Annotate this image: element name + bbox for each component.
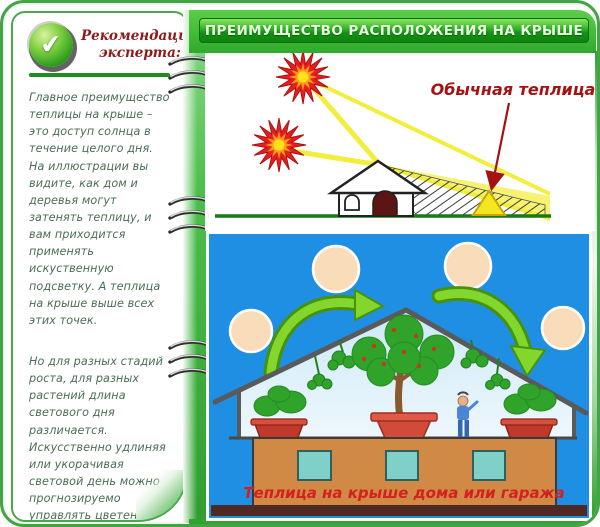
- pointer-arrow-icon: [485, 102, 511, 192]
- sun-icon: [251, 117, 307, 173]
- window: [472, 450, 506, 481]
- hanging-plant: [307, 339, 511, 390]
- ordinary-greenhouse: [471, 189, 507, 216]
- greenhouse-tree: [351, 314, 455, 439]
- sun-path-arrow-icon: [431, 286, 547, 378]
- bottom-border-strip: [189, 519, 596, 524]
- expert-note-page: ✔ Рекомендация эксперта: Главное преимущ…: [11, 11, 188, 522]
- top-illustration: Обычная теплица: [205, 49, 595, 231]
- right-border-strip: [591, 51, 597, 519]
- window: [385, 450, 419, 481]
- bottom-illustration: Теплица на крыше дома или гаража: [206, 231, 592, 521]
- sun-path-arrow-icon: [263, 288, 386, 380]
- sun-icon: [275, 49, 331, 105]
- page-curl: [136, 470, 186, 520]
- rooftop-caption: Теплица на крыше дома или гаража: [243, 484, 564, 502]
- expert-paragraph-2: Но для разных стадий роста, для разных р…: [29, 354, 166, 522]
- ground-strip: [211, 505, 587, 516]
- bonsai-plants: [250, 385, 308, 441]
- gardener-person: [457, 391, 479, 437]
- window: [297, 450, 332, 481]
- door: [372, 190, 398, 217]
- divider: [29, 73, 170, 77]
- binding-strip: [183, 10, 209, 523]
- bonsai-plants: [500, 383, 558, 441]
- house: [326, 159, 430, 217]
- expert-title: Рекомендация эксперта:: [81, 28, 188, 61]
- page-title: ПРЕИМУЩЕСТВО РАСПОЛОЖЕНИЯ НА КРЫШЕ: [199, 18, 589, 43]
- ordinary-greenhouse-label: Обычная теплица: [431, 80, 595, 99]
- expert-header: ✔ Рекомендация эксперта:: [29, 23, 186, 67]
- house-wall: [252, 437, 557, 507]
- expert-paragraph-1: Главное преимущество теплицы на крыше – …: [29, 91, 170, 327]
- check-icon: ✔: [29, 23, 73, 67]
- sun-position-icon: [228, 241, 586, 354]
- window: [344, 194, 360, 211]
